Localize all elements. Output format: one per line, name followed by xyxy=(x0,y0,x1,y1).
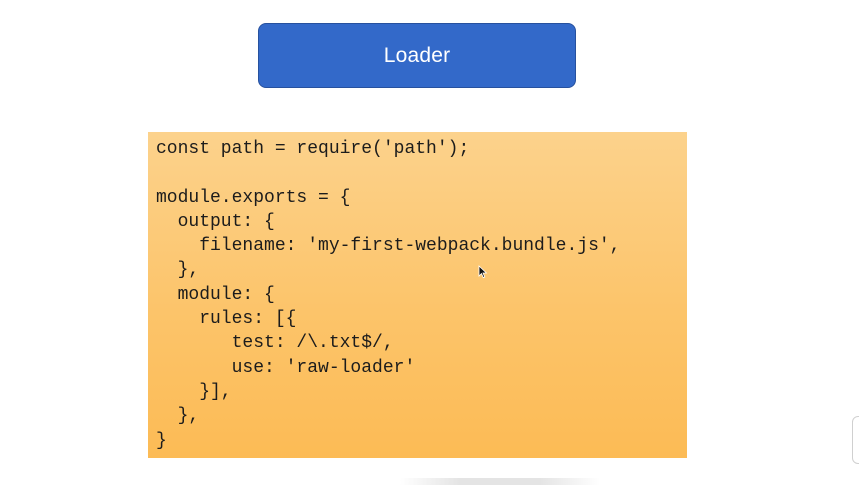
bottom-shadow xyxy=(400,478,600,485)
side-handle[interactable] xyxy=(852,416,859,464)
code-line: }], xyxy=(156,381,232,402)
code-line: module: { xyxy=(156,284,275,305)
code-line: } xyxy=(156,430,167,451)
code-line: const path = require('path'); xyxy=(156,139,470,159)
code-line: test: /\.txt$/, xyxy=(156,333,394,354)
slide-title-box: Loader xyxy=(258,23,576,88)
code-block: const path = require('path'); module.exp… xyxy=(148,132,687,458)
code-line: rules: [{ xyxy=(156,309,297,330)
code-line: }, xyxy=(156,260,200,281)
code-line: use: 'raw-loader' xyxy=(156,357,416,378)
code-line: filename: 'my-first-webpack.bundle.js', xyxy=(156,236,621,257)
code-line xyxy=(156,161,687,185)
mouse-pointer-icon xyxy=(478,265,488,279)
code-line: }, xyxy=(156,406,200,427)
code-line: module.exports = { xyxy=(156,187,351,208)
code-line: output: { xyxy=(156,211,275,232)
slide-title: Loader xyxy=(383,43,451,67)
